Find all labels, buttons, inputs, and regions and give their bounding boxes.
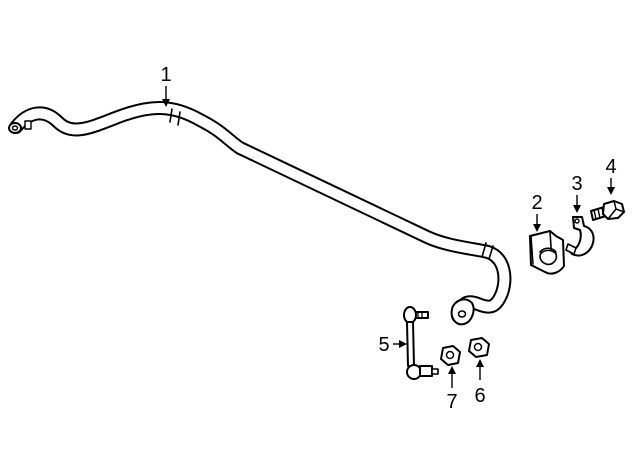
callout-7: 7 (446, 391, 457, 413)
callout-5: 5 (378, 334, 389, 356)
bracket[interactable] (565, 216, 595, 257)
leader-2 (533, 214, 541, 232)
leader-5 (393, 340, 407, 348)
leader-1 (162, 86, 170, 107)
leader-6 (476, 359, 484, 380)
callout-4: 4 (605, 156, 616, 178)
stabilizer-bar[interactable] (8, 101, 512, 326)
leader-3 (573, 195, 581, 213)
leader-7 (448, 366, 456, 388)
bushing[interactable] (529, 230, 565, 275)
nut-right[interactable] (468, 337, 490, 358)
stabilizer-link[interactable] (403, 306, 439, 380)
bolt[interactable] (590, 200, 625, 221)
callout-3: 3 (571, 173, 582, 195)
leader-4 (607, 178, 615, 195)
nut-left[interactable] (440, 345, 461, 366)
callout-2: 2 (531, 192, 542, 214)
callout-1: 1 (160, 64, 171, 86)
callout-6: 6 (474, 385, 485, 407)
